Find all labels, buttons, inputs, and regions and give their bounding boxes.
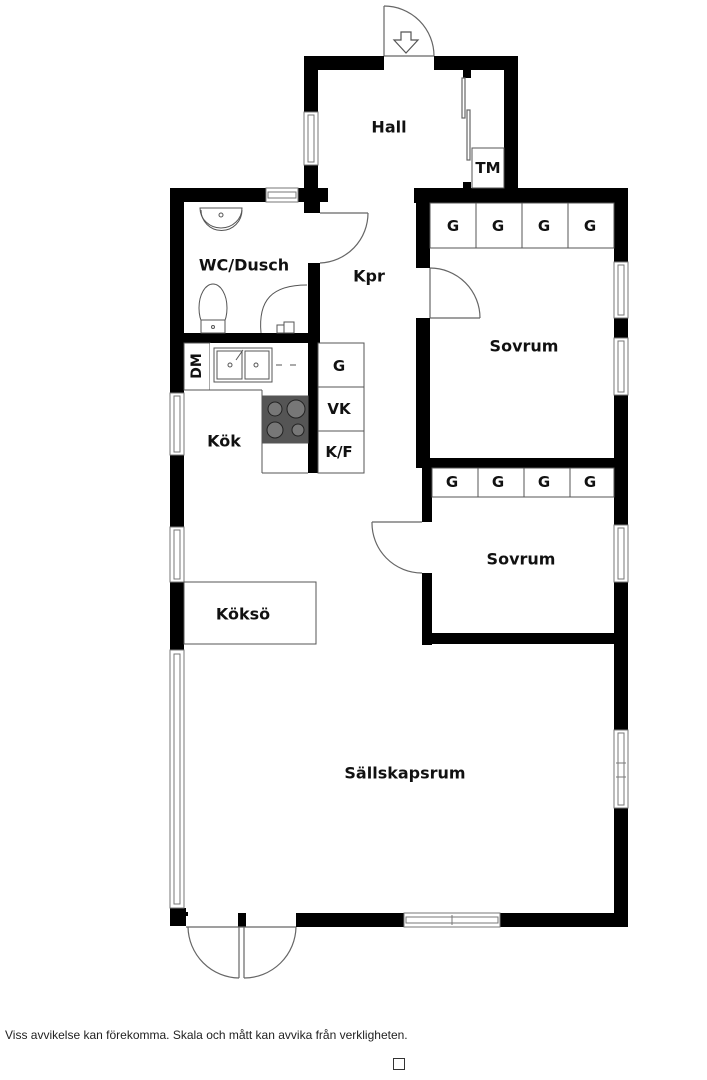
room-label-kok: Kök: [207, 431, 241, 451]
sink-icon: [199, 207, 243, 231]
doors: [186, 5, 481, 979]
fixture-label-tm: TM: [475, 159, 501, 177]
entrance-door[interactable]: [383, 5, 435, 57]
checkbox[interactable]: [393, 1058, 405, 1070]
fixture-label-kitchen-g: G: [332, 357, 346, 375]
fixtures: [183, 147, 615, 645]
stove-icon: [261, 395, 309, 444]
door-swing-icon[interactable]: [429, 267, 481, 319]
room-label-sovrum-1: Sovrum: [489, 336, 559, 356]
room-label-wc: WC/Dusch: [198, 255, 290, 275]
tm-box: [471, 147, 505, 189]
wardrobe-label: G: [445, 473, 459, 491]
window-icon: [303, 111, 319, 166]
room-label-sovrum-2: Sovrum: [486, 549, 556, 569]
window-icon: [169, 526, 185, 583]
room-label-sallskapsrum: Sällskapsrum: [344, 763, 466, 783]
wardrobe-label: G: [491, 217, 505, 235]
window-icon: [613, 524, 629, 583]
entrance-arrow-icon: [392, 31, 420, 54]
patio-door[interactable]: [186, 926, 297, 979]
wardrobe-label: G: [537, 217, 551, 235]
window-icon: [613, 261, 629, 319]
wardrobe-label: G: [583, 217, 597, 235]
toilet-icon: [198, 283, 228, 334]
fixture-label-kf: K/F: [325, 443, 353, 461]
disclaimer-text: Viss avvikelse kan förekomma. Skala och …: [5, 1028, 408, 1042]
windows: [169, 111, 629, 928]
window-icon: [613, 729, 629, 809]
kitchen-island: [183, 581, 317, 645]
window-icon: [169, 392, 185, 456]
walls: [170, 56, 628, 927]
window-icon: [613, 337, 629, 396]
door-swing-icon[interactable]: [371, 521, 423, 574]
window-icon: [169, 649, 185, 909]
shower-icon: [260, 284, 308, 334]
room-label-kpr: Kpr: [353, 266, 385, 286]
double-sink-icon: [213, 347, 296, 383]
window-icon: [265, 187, 299, 203]
room-label-kokso: Köksö: [215, 604, 271, 624]
wardrobe-label: G: [446, 217, 460, 235]
fixture-label-dm: DM: [189, 353, 205, 379]
fixture-label-vk: VK: [327, 400, 351, 418]
room-label-hall: Hall: [371, 117, 407, 137]
sliding-wardrobe[interactable]: [461, 77, 471, 161]
wardrobe-label: G: [491, 473, 505, 491]
window-icon: [403, 912, 501, 928]
wardrobe-label: G: [583, 473, 597, 491]
wardrobe-label: G: [537, 473, 551, 491]
door-swing-icon[interactable]: [319, 212, 369, 264]
